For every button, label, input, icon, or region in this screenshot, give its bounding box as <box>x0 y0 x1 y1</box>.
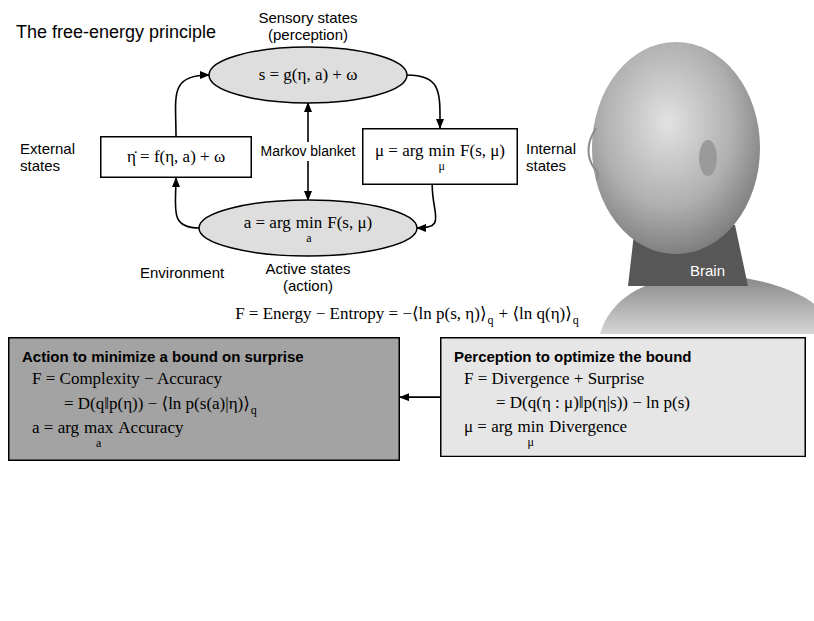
equation-text: = D(q(η : μ)‖p(η|s)) − ln p(s) <box>496 393 690 413</box>
operator-subscript: μ <box>439 160 445 172</box>
node-content: η̇ = f(η, a) + ω <box>127 147 225 167</box>
equation-row: F = Complexity − Accuracy <box>32 369 222 389</box>
state-heading: Internal states <box>526 139 592 174</box>
equation-text: F = Energy − Entropy = −⟨ln p(s, η)⟩ <box>235 303 486 324</box>
diagram-title: The free-energy principle <box>16 22 216 43</box>
state-heading: Active states (action) <box>253 260 363 295</box>
state-box: μ = argminμF(s, μ)Internal states <box>362 128 518 185</box>
equation-row: a = argminaF(s, μ) <box>244 213 373 244</box>
subscript: q <box>251 403 257 418</box>
arg-operator: maxa <box>84 419 113 449</box>
equation-text: Divergence <box>549 417 627 437</box>
operator-subscript: a <box>306 232 311 244</box>
node-content: s = g(η, a) + ω <box>259 65 358 85</box>
equation-text: a = arg <box>32 418 79 438</box>
equation-text: μ = arg <box>464 417 513 437</box>
ellipse-outline <box>209 47 407 103</box>
state-heading: External states <box>20 140 92 175</box>
operator-subscript: a <box>96 437 101 449</box>
operator-subscript: μ <box>528 436 534 448</box>
operator-text: min <box>296 214 322 231</box>
equation-row: = D(q‖p(η)) − ⟨ln p(s(a)|η)⟩q <box>64 393 257 414</box>
subscript: q <box>573 313 579 328</box>
connector-arrow <box>400 396 440 398</box>
face-profile <box>588 128 598 180</box>
equation-text: F(s, μ) <box>327 213 372 233</box>
box-outline <box>9 338 400 461</box>
equation-text: a = arg <box>244 213 291 233</box>
equation-row: μ = argminμDivergence <box>464 417 627 448</box>
state-heading: Sensory states (perception) <box>246 9 371 44</box>
state-ellipse: a = argminaF(s, μ)Active states (action) <box>198 199 418 257</box>
equation-text: Perception to optimize the bound <box>454 348 692 365</box>
equation-row: s = g(η, a) + ω <box>259 65 358 85</box>
equation-text: = D(q‖p(η)) − ⟨ln p(s(a)|η)⟩ <box>64 393 250 414</box>
equation-text: + ⟨ln q(η)⟩ <box>499 303 572 324</box>
shoulders <box>600 278 814 334</box>
operator-text: min <box>518 418 544 435</box>
ellipse-outline <box>199 200 417 256</box>
region-label: Brain <box>690 262 725 279</box>
equation-text: Action to minimize a bound on surprise <box>22 348 304 365</box>
equation-row: F = Divergence + Surprise <box>464 369 644 389</box>
node-content: a = argminaF(s, μ) <box>244 213 373 244</box>
equation-row: Perception to optimize the bound <box>454 348 692 365</box>
equation-row: μ = argminμF(s, μ) <box>375 141 505 172</box>
head <box>592 42 760 254</box>
equation-text: μ = arg <box>375 141 424 161</box>
equation-row: a = argmaxaAccuracy <box>32 418 183 449</box>
equation-row: = D(q(η : μ)‖p(η|s)) − ln p(s) <box>496 393 690 413</box>
equation-row: η̇ = f(η, a) + ω <box>127 147 225 167</box>
equation-text: F = Complexity − Accuracy <box>32 369 222 389</box>
arg-operator: minμ <box>518 418 544 448</box>
node-content: μ = argminμF(s, μ) <box>375 141 505 172</box>
summary-box: Perception to optimize the bound F = Dive… <box>440 337 806 457</box>
equation-row: Action to minimize a bound on surprise <box>22 348 304 365</box>
free-energy-equation: F = Energy − Entropy = −⟨ln p(s, η)⟩q+ ⟨… <box>235 303 579 324</box>
equation-text: F = Divergence + Surprise <box>464 369 644 389</box>
ear <box>699 140 717 176</box>
box-outline <box>441 338 806 457</box>
state-ellipse: s = g(η, a) + ωSensory states (perceptio… <box>208 46 408 104</box>
region-label: Environment <box>140 264 224 281</box>
operator-text: min <box>429 142 455 159</box>
connector-arrow <box>407 75 440 128</box>
connector-arrow <box>176 75 209 136</box>
connector-arrow <box>175 178 199 228</box>
equation-text: η̇ = f(η, a) + ω <box>127 147 225 167</box>
equation-text: s = g(η, a) + ω <box>259 65 358 85</box>
operator-text: max <box>84 419 113 436</box>
edge-label: Markov blanket <box>258 142 359 160</box>
equation-text: F(s, μ) <box>460 141 505 161</box>
box-outline <box>363 129 518 185</box>
summary-box: Action to minimize a bound on surprise F … <box>8 337 400 461</box>
node-content: Perception to optimize the bound F = Dive… <box>454 344 692 448</box>
arg-operator: minμ <box>429 142 455 172</box>
connector-arrow <box>417 185 436 228</box>
arg-operator: mina <box>296 214 322 244</box>
subscript: q <box>488 313 494 328</box>
equation-text: Accuracy <box>118 418 183 438</box>
state-box: η̇ = f(η, a) + ωExternal states <box>100 136 252 178</box>
node-content: Action to minimize a bound on surprise F … <box>22 344 304 449</box>
box-outline <box>101 137 252 178</box>
